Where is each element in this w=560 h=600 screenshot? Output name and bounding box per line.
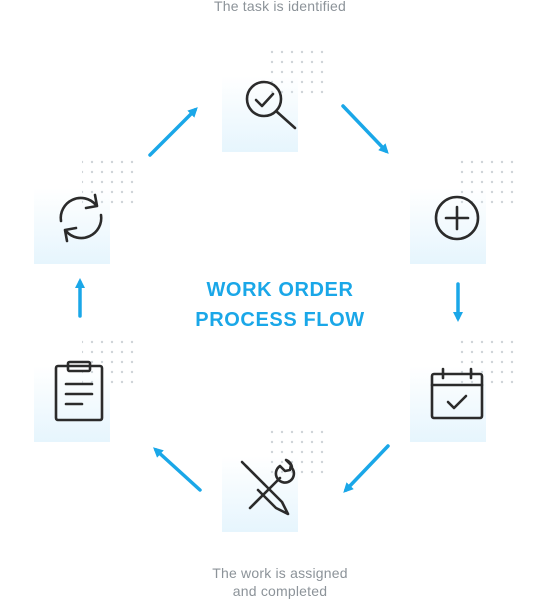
caption-work-assigned: The work is assigned and completed — [0, 564, 560, 600]
node-identify — [222, 76, 322, 176]
node-record — [34, 360, 134, 466]
clipboard-icon — [54, 360, 104, 422]
node-review — [34, 188, 134, 288]
node-create — [410, 188, 510, 288]
caption-bottom-line-2: and completed — [232, 583, 328, 599]
caption-task-identified: The task is identified — [213, 0, 347, 14]
title-line-2: PROCESS FLOW — [195, 309, 365, 331]
arrow-schedule-to-assign — [343, 444, 390, 493]
arrow-assign-to-record — [153, 447, 202, 492]
arrow-identify-to-create — [341, 104, 389, 154]
node-schedule — [410, 366, 510, 466]
magnifier-check-icon — [245, 80, 297, 130]
caption-bottom-line-1: The work is assigned — [212, 565, 348, 581]
tools-icon — [240, 458, 296, 516]
node-assign — [222, 456, 322, 556]
plus-circle-icon — [434, 195, 480, 241]
calendar-check-icon — [430, 367, 484, 420]
diagram-title: WORK ORDER PROCESS FLOW — [0, 275, 560, 335]
title-line-1: WORK ORDER — [206, 279, 354, 301]
refresh-icon — [59, 193, 103, 243]
arrow-review-to-identify — [148, 107, 198, 157]
